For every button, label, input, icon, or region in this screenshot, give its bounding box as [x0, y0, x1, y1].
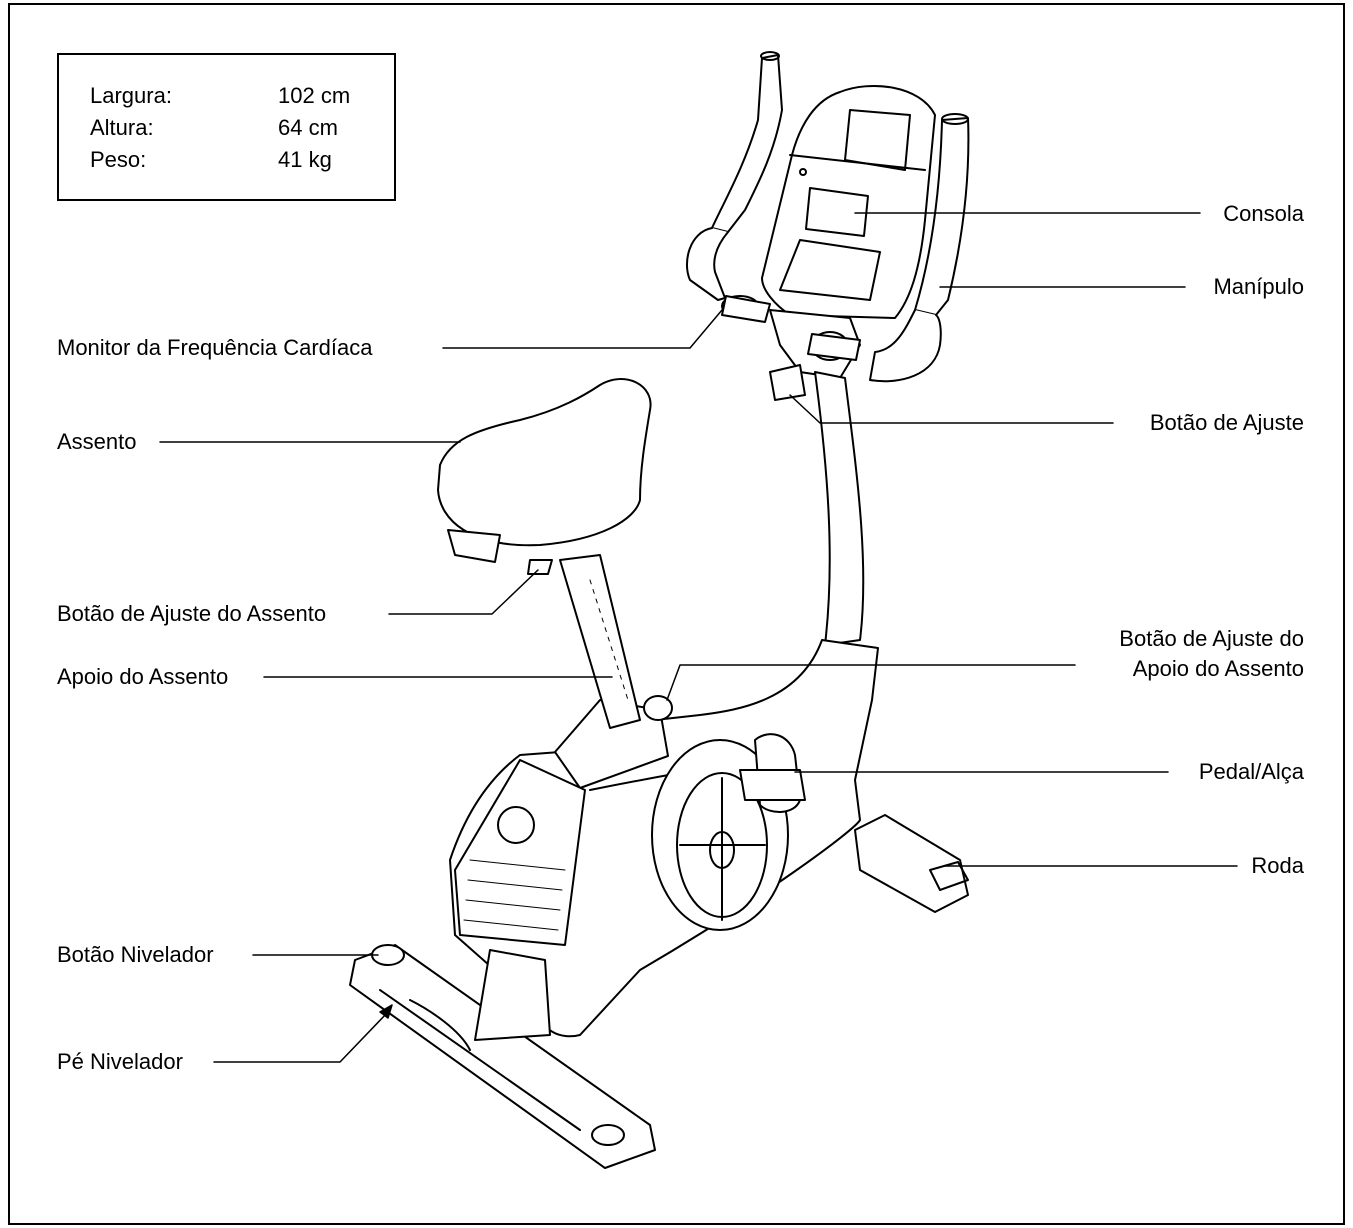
- callout-pe-nivelador: Pé Nivelador: [57, 1049, 183, 1074]
- spec-value-width: 102 cm: [278, 83, 351, 108]
- diagram-frame: [8, 3, 1345, 1225]
- callout-consola: Consola: [1223, 201, 1304, 226]
- pedal: [739, 733, 806, 813]
- callout-roda: Roda: [1251, 853, 1304, 878]
- spec-value-height: 64 cm: [278, 115, 338, 140]
- rear-stabilizer: [854, 814, 969, 913]
- callout-assento: Assento: [57, 429, 137, 454]
- spec-name-width: Largura:: [90, 83, 172, 108]
- callout-botao-ajuste-assento: Botão de Ajuste do Assento: [57, 601, 327, 626]
- callout-botao-ajuste-apoio-line1: Botão de Ajuste do: [1119, 626, 1304, 651]
- seat-post: [559, 554, 673, 729]
- callout-manipulo: Manípulo: [1213, 274, 1304, 299]
- specifications-box: Largura: 102 cm Altura: 64 cm Peso: 41 k…: [57, 53, 396, 201]
- vent-cover: [454, 759, 586, 946]
- left-handlebar: [686, 51, 783, 301]
- callout-apoio-assento: Apoio do Assento: [57, 664, 229, 689]
- seat: [437, 378, 652, 575]
- leader-lines: [159, 212, 1238, 1063]
- console-body: [761, 85, 936, 319]
- mast-tube: [814, 371, 865, 646]
- right-handlebar: [869, 113, 970, 383]
- spec-name-weight: Peso:: [90, 147, 147, 172]
- callout-botao-ajuste-apoio-line2: Apoio do Assento: [1132, 656, 1304, 681]
- callout-pedal-alca: Pedal/Alça: [1198, 759, 1304, 784]
- spec-name-height: Altura:: [90, 115, 154, 140]
- spec-value-weight: 41 kg: [278, 147, 332, 172]
- front-stabilizer: [349, 944, 656, 1169]
- callout-monitor-frequencia: Monitor da Frequência Cardíaca: [57, 335, 373, 360]
- callout-botao-ajuste: Botão de Ajuste: [1149, 410, 1304, 435]
- lower-column: [474, 949, 551, 1041]
- callout-botao-nivelador: Botão Nivelador: [57, 942, 214, 967]
